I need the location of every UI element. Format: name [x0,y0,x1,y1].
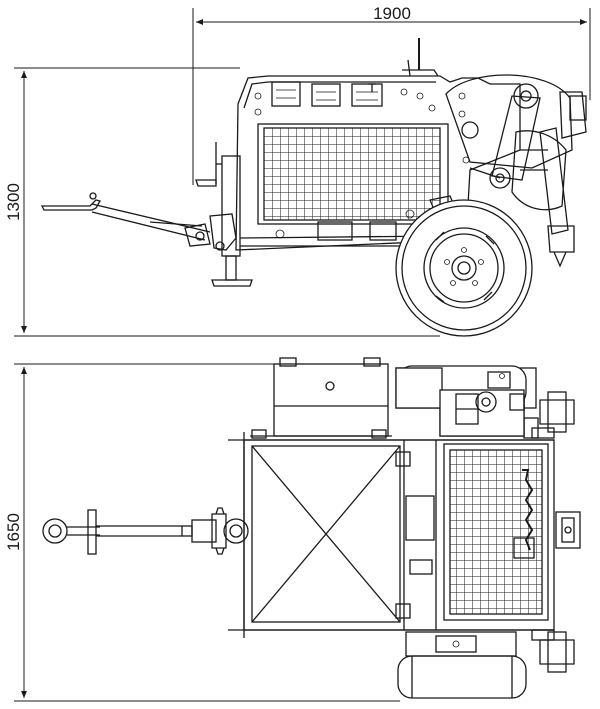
tow-bar [40,192,237,251]
top-right-fittings [531,391,581,673]
top-hitch [42,507,249,555]
top-lid [251,445,411,623]
dimension-width: 1650 [4,363,400,702]
top-toolbox [250,357,392,439]
dimension-length-label: 1900 [373,4,411,23]
top-chassis [228,432,555,638]
top-view [42,357,581,699]
side-wheel [395,199,533,337]
dimension-length: 1900 [192,4,591,185]
winch-assembly [445,74,587,268]
top-wheel-lower [397,631,527,699]
side-view [40,38,587,337]
top-wheel-upper [395,365,527,437]
dimension-height: 1300 [4,67,440,337]
jack-stand [195,142,253,287]
dimension-width-label: 1650 [4,513,23,551]
dimension-height-label: 1300 [4,183,23,221]
top-mesh-panel [443,443,549,621]
side-mesh-panel [257,123,449,225]
